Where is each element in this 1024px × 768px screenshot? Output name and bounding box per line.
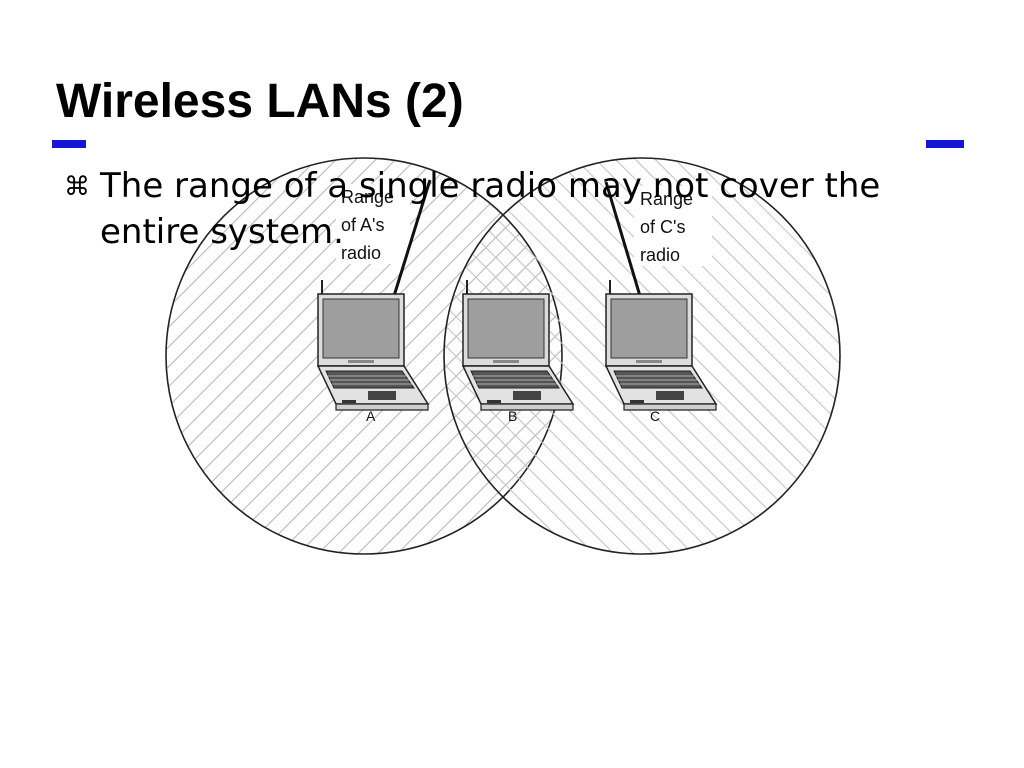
station-label-b: B [508, 408, 517, 424]
range-label-c-line2: of C's [640, 217, 685, 237]
slide-title: Wireless LANs (2) [56, 75, 464, 128]
title-accent-right [926, 140, 964, 148]
range-label-c-line3: radio [640, 245, 680, 265]
title-accent-left [52, 140, 86, 148]
station-label-c: C [650, 408, 660, 424]
range-pointer-c [604, 181, 642, 297]
command-icon: ⌘ [64, 172, 90, 202]
bullet-text: The range of a single radio may not cove… [100, 166, 881, 252]
station-label-a: A [366, 408, 376, 424]
range-pointer-a [392, 179, 432, 297]
range-label-a-line3: radio [341, 243, 381, 263]
range-label-a-line1: Range [341, 187, 394, 207]
range-label-a-line2: of A's [341, 215, 384, 235]
range-label-c-line1: Range [640, 189, 693, 209]
